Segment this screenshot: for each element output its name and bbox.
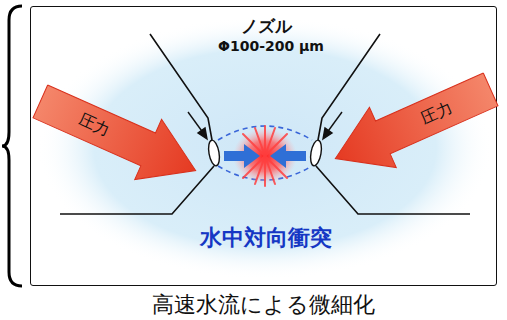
pressure-arrow: 圧力: [322, 59, 504, 188]
arrow-body: [322, 59, 504, 188]
pressure-arrow: 圧力: [27, 71, 209, 200]
curly-brace: [2, 6, 22, 286]
caption: 高速水流による微細化: [152, 290, 375, 320]
figure-label: ノズル: [241, 15, 292, 38]
arrow-shape: [322, 59, 504, 188]
arrow-body: [27, 71, 209, 200]
arrow-shape: [27, 71, 209, 200]
illustration-frame: 圧力圧力ノズルΦ100-200 μm水中対向衝突: [30, 6, 497, 286]
figure-label: 水中対向衝突: [200, 223, 332, 253]
figure-label: Φ100-200 μm: [218, 38, 324, 54]
water-jet-arrow: [224, 144, 306, 168]
